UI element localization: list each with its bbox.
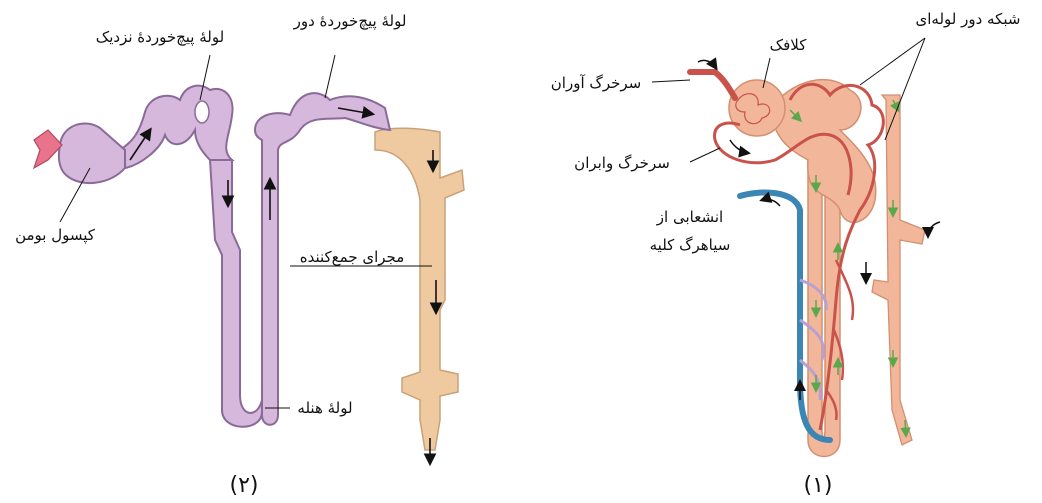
leader-afferent xyxy=(652,80,690,82)
flow-arrow xyxy=(698,60,716,68)
figure-left-nephron: لولهٔ پیچ‌خوردهٔ نزدیک لولهٔ پیچ‌خوردهٔ … xyxy=(15,12,464,498)
afferent-artery xyxy=(690,72,735,98)
label-glomerulus: کلافک xyxy=(770,36,808,54)
collecting-duct xyxy=(375,128,464,450)
glomerulus xyxy=(729,80,785,136)
caption-right: (۱) xyxy=(804,473,833,498)
leader-peritubular-2 xyxy=(885,38,925,140)
flow-arrow xyxy=(762,199,780,206)
caption-left: (۲) xyxy=(230,473,259,498)
collecting-duct-right xyxy=(872,95,925,445)
leader-efferent xyxy=(690,148,720,162)
label-distal: لولهٔ پیچ‌خوردهٔ دور xyxy=(293,12,407,31)
label-afferent: سرخرگ آوران xyxy=(551,74,641,92)
bowman-capsule xyxy=(59,123,125,183)
nephron-convolution xyxy=(770,80,876,223)
label-efferent: سرخرگ وابران xyxy=(574,154,670,172)
label-peritubular: شبکه دور لوله‌ای xyxy=(916,10,1021,28)
proximal-tubule xyxy=(120,86,233,168)
label-renal-vein-1: انشعابی از xyxy=(656,208,723,226)
label-henle: لولهٔ هنله xyxy=(297,399,352,417)
flow-arrow xyxy=(928,222,940,236)
henle-loop xyxy=(210,160,262,427)
label-renal-vein-2: سیاهرگ کلیه xyxy=(650,236,731,254)
proximal-loop-hole xyxy=(195,101,209,123)
label-proximal: لولهٔ پیچ‌خوردهٔ نزدیک xyxy=(96,28,224,47)
figure-right-nephron: شبکه دور لوله‌ای کلافک سرخرگ آوران سرخرگ… xyxy=(551,10,1021,498)
leader-distal xyxy=(325,55,335,98)
capsule-vessels xyxy=(34,130,62,168)
flow-arrow xyxy=(730,140,748,153)
label-collecting: مجرای جمع‌کننده xyxy=(300,248,405,266)
flow-arrow-green xyxy=(905,420,906,435)
label-bowman: کپسول بومن xyxy=(15,226,96,245)
